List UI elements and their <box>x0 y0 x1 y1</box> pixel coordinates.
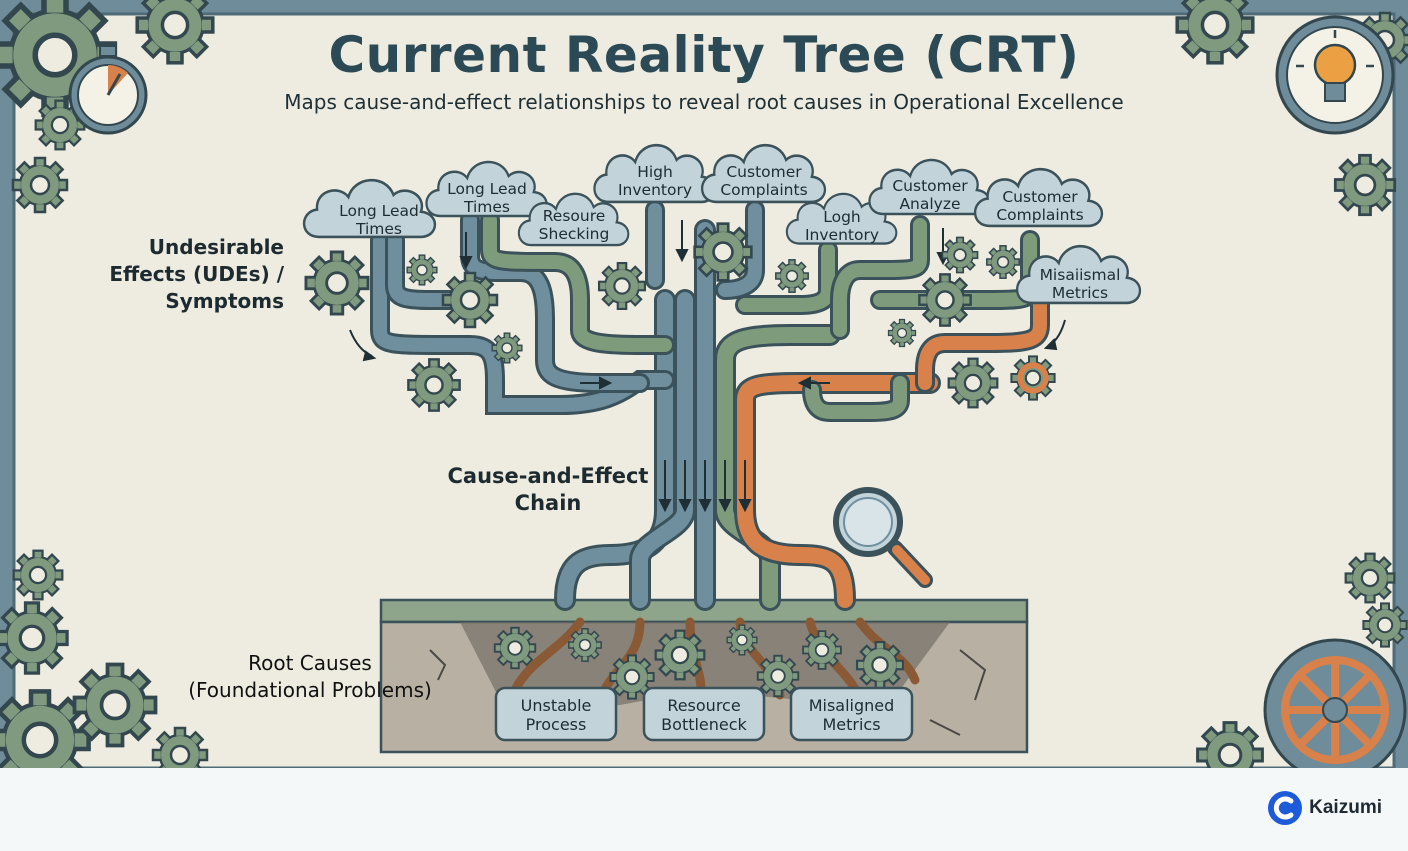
roots-label: Root Causes (Foundational Problems) <box>188 651 432 702</box>
root-box-unstable-process <box>494 686 618 742</box>
page-subtitle: Maps cause-and-effect relationships to r… <box>284 90 1124 114</box>
kaizumi-logo-icon <box>1268 791 1303 825</box>
udes-label: Undesirable Effects (UDEs) / Symptoms <box>109 235 284 313</box>
diagram-canvas <box>0 0 1408 768</box>
magnifier-icon <box>833 487 933 588</box>
stopwatch-icon <box>68 45 148 135</box>
root-box-misaligned-metrics <box>789 686 914 742</box>
tree-gears <box>304 222 1056 412</box>
branch-pipes-left <box>370 200 765 415</box>
crt-poster: Current Reality Tree (CRT) Maps cause-an… <box>0 0 1408 768</box>
chain-label: Cause-and-Effect Chain <box>447 464 649 515</box>
root-box-resource-bottleneck <box>642 686 766 742</box>
soil-cracks <box>429 649 987 736</box>
footer-bar: Kaizumi <box>0 768 1408 851</box>
trunk-pipes <box>554 219 941 611</box>
brand-logo[interactable]: Kaizumi <box>1267 790 1382 826</box>
root-cause-boxes <box>494 686 914 742</box>
lightbulb-icon <box>1275 15 1395 135</box>
chain-arrows <box>349 220 1066 513</box>
page-title: Current Reality Tree (CRT) <box>328 26 1080 84</box>
brand-name: Kaizumi <box>1309 797 1382 818</box>
wheel-icon <box>1263 638 1407 768</box>
